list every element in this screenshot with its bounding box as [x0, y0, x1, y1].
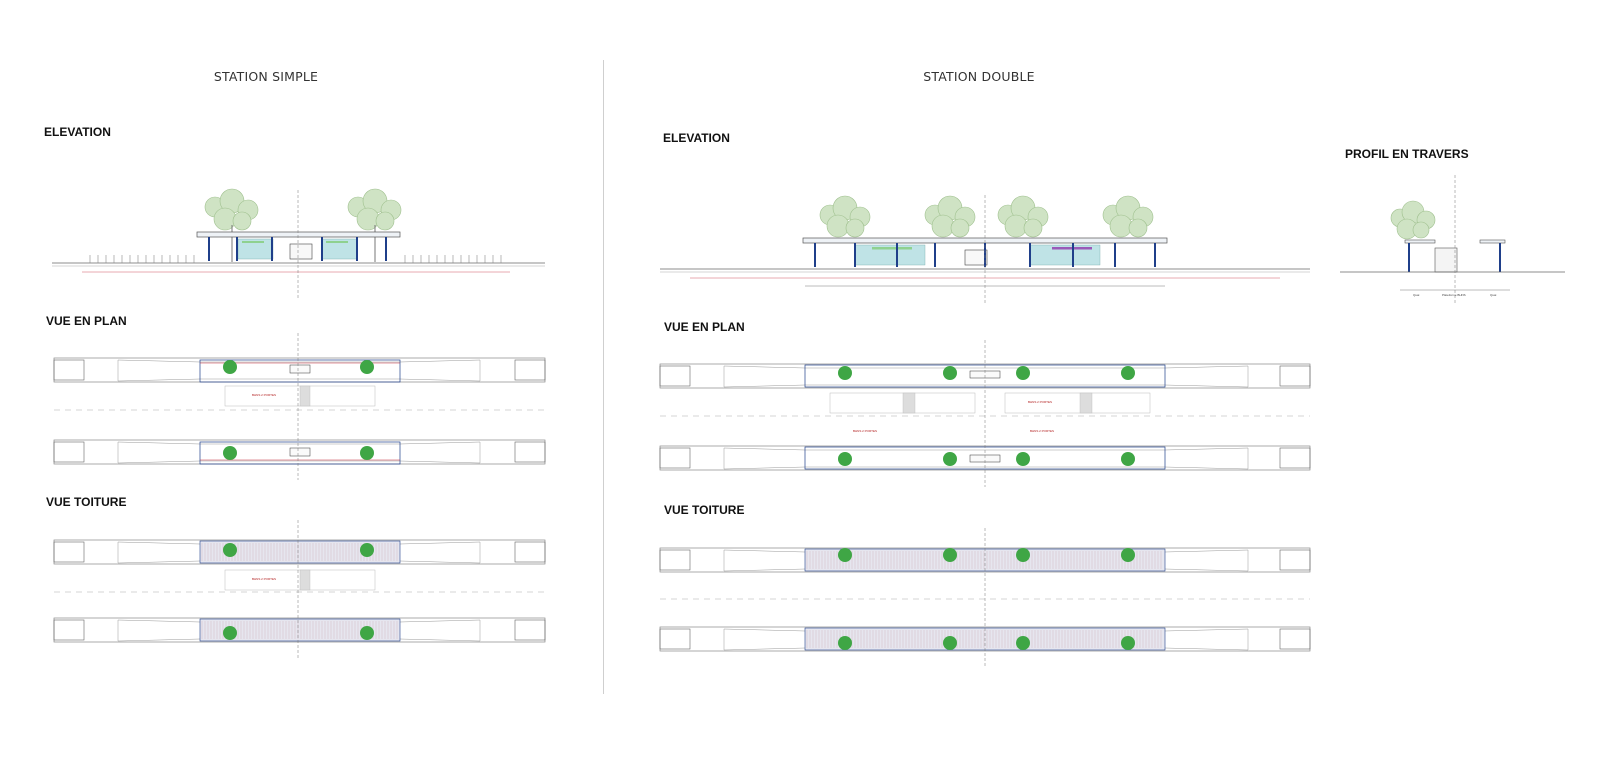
platform-label: BHNS 2 PORTES — [252, 577, 276, 581]
tree-plan-icon — [943, 366, 957, 380]
quai-label-left: Quai — [1413, 293, 1420, 297]
tree-plan-icon — [1016, 636, 1030, 650]
tree-plan-icon — [360, 446, 374, 460]
tree-plan-icon — [1016, 366, 1030, 380]
platform-label: BHNS 2 PORTES — [1028, 400, 1052, 404]
section-title-simple-roof: VUE TOITURE — [46, 495, 127, 509]
tree-plan-icon — [360, 543, 374, 557]
tree-plan-icon — [1121, 636, 1135, 650]
tree-plan-icon — [223, 543, 237, 557]
tree-plan-icon — [223, 626, 237, 640]
section-title-simple-elevation: ELEVATION — [44, 125, 111, 139]
tree-plan-icon — [1016, 452, 1030, 466]
tree-icon — [924, 195, 976, 238]
plateforme-label: Plateforme BHNS — [1442, 293, 1466, 297]
tree-plan-icon — [1121, 452, 1135, 466]
tree-icon — [819, 195, 871, 238]
tree-plan-icon — [838, 636, 852, 650]
tree-plan-icon — [1121, 366, 1135, 380]
tree-plan-icon — [223, 446, 237, 460]
tree-plan-icon — [838, 366, 852, 380]
tree-icon — [204, 188, 259, 231]
tree-plan-icon — [223, 360, 237, 374]
section-title-double-roof: VUE TOITURE — [664, 503, 745, 517]
column-title-station-simple: STATION SIMPLE — [213, 69, 319, 84]
section-title-cross-profile: PROFIL EN TRAVERS — [1345, 147, 1469, 161]
tree-icon — [1390, 200, 1436, 240]
quai-label-right: Quai — [1490, 293, 1497, 297]
tree-plan-icon — [360, 626, 374, 640]
tree-plan-icon — [943, 452, 957, 466]
column-divider — [603, 60, 604, 694]
tree-plan-icon — [360, 360, 374, 374]
section-title-simple-plan: VUE EN PLAN — [46, 314, 127, 328]
platform-label: BHNS 2 PORTES — [853, 429, 877, 433]
section-title-double-plan: VUE EN PLAN — [664, 320, 745, 334]
tree-plan-icon — [943, 548, 957, 562]
tree-icon — [1102, 195, 1154, 238]
platform-label: BHNS 2 PORTES — [1030, 429, 1054, 433]
tree-plan-icon — [838, 452, 852, 466]
tree-icon — [347, 188, 402, 231]
section-title-double-elevation: ELEVATION — [663, 131, 730, 145]
tree-icon — [997, 195, 1049, 238]
platform-label: BHNS 2 PORTES — [252, 393, 276, 397]
tree-plan-icon — [838, 548, 852, 562]
tree-plan-icon — [1121, 548, 1135, 562]
tree-plan-icon — [1016, 548, 1030, 562]
column-title-station-double: STATION DOUBLE — [923, 69, 1035, 84]
tree-plan-icon — [943, 636, 957, 650]
